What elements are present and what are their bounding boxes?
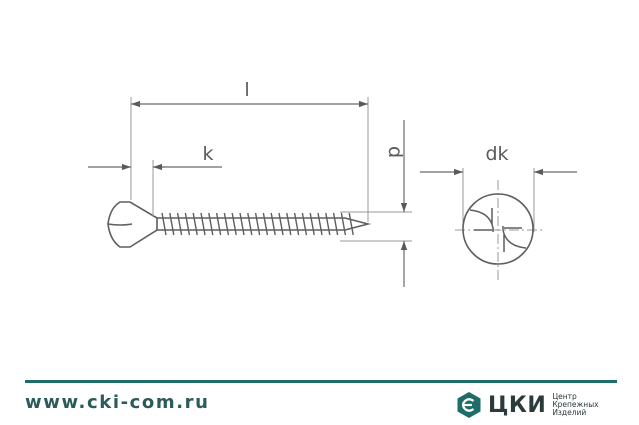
label-head-diameter: dk	[485, 143, 508, 165]
thread-line	[247, 212, 253, 236]
thread-line	[262, 212, 269, 236]
head-circle	[462, 193, 534, 265]
brand-name: ЦКИ	[488, 392, 547, 418]
screw-side-view	[107, 201, 372, 248]
thread-line	[286, 212, 292, 236]
thread-line	[200, 212, 206, 236]
thread-line	[293, 212, 300, 236]
screw-threads	[161, 212, 354, 236]
screw-head	[107, 201, 158, 248]
brand-tagline-line: Крепежных	[552, 400, 599, 409]
thread-line	[192, 212, 198, 236]
thread-line	[161, 212, 167, 236]
dimension-lines	[88, 100, 577, 287]
brand-tagline-line: Центр	[552, 392, 577, 401]
thread-line	[184, 212, 191, 236]
technical-drawing: l k d dk	[88, 79, 577, 287]
website-link[interactable]: www.cki-com.ru	[25, 392, 210, 413]
thread-line	[309, 212, 315, 236]
thread-line	[208, 212, 214, 236]
thread-line	[301, 212, 308, 236]
thread-line	[278, 212, 284, 236]
thread-line	[169, 212, 175, 236]
thread-line	[332, 212, 339, 236]
brand-tagline: Центр Крепежных Изделий	[552, 393, 598, 417]
thread-line	[340, 212, 347, 236]
brand-block: ЦКИ Центр Крепежных Изделий	[456, 390, 599, 420]
label-length: l	[244, 79, 249, 101]
thread-line	[317, 212, 323, 236]
thread-line	[176, 212, 183, 236]
screw-slot	[107, 223, 133, 226]
thread-line	[348, 212, 354, 236]
screw-top-view	[455, 180, 545, 280]
brand-logo-icon	[457, 392, 481, 418]
thread-line	[325, 212, 331, 236]
thread-line	[270, 212, 276, 236]
thread-line	[223, 212, 230, 236]
thread-line	[239, 212, 245, 236]
label-diameter: d	[384, 146, 406, 158]
thread-line	[215, 212, 222, 236]
brand-tagline-line: Изделий	[552, 408, 587, 417]
combi-slot	[469, 208, 527, 252]
label-head-height: k	[202, 143, 213, 165]
thread-line	[231, 212, 237, 236]
extension-lines	[130, 97, 535, 242]
thread-line	[254, 212, 261, 236]
footer-divider	[25, 380, 617, 383]
